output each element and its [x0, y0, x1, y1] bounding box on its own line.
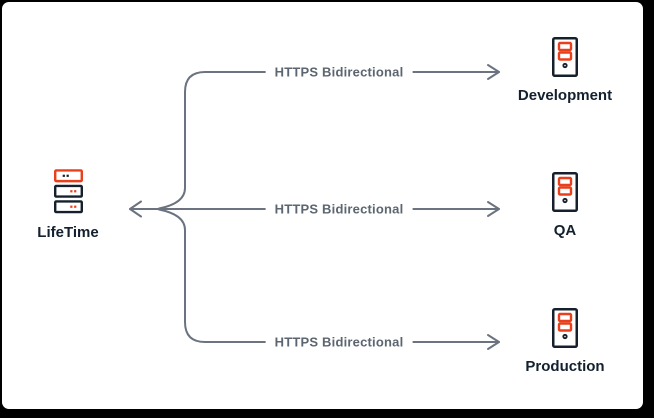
- top-branch-line: [158, 71, 500, 210]
- left-arrowhead: [129, 200, 142, 218]
- node-qa: QA: [504, 172, 626, 239]
- connection-label-qa: HTTPS Bidirectional: [265, 199, 413, 219]
- tower-server-icon: [552, 308, 578, 353]
- top-right-arrowhead: [487, 64, 500, 80]
- rack-server-icon: [53, 169, 83, 219]
- bottom-right-arrowhead: [487, 334, 500, 350]
- node-label-qa: QA: [553, 222, 577, 239]
- middle-right-arrowhead: [487, 201, 500, 217]
- connection-label-production: HTTPS Bidirectional: [265, 332, 413, 352]
- diagram-canvas: HTTPS Bidirectional HTTPS Bidirectional …: [2, 2, 643, 409]
- node-lifetime: LifeTime: [18, 169, 118, 241]
- connection-label-development: HTTPS Bidirectional: [265, 62, 413, 82]
- node-development: Development: [504, 37, 626, 104]
- node-production: Production: [504, 308, 626, 375]
- node-label-development: Development: [517, 87, 613, 104]
- tower-server-icon: [552, 172, 578, 217]
- node-label-lifetime: LifeTime: [37, 224, 99, 241]
- node-label-production: Production: [525, 358, 605, 375]
- bottom-branch-line: [158, 208, 500, 343]
- tower-server-icon: [552, 37, 578, 82]
